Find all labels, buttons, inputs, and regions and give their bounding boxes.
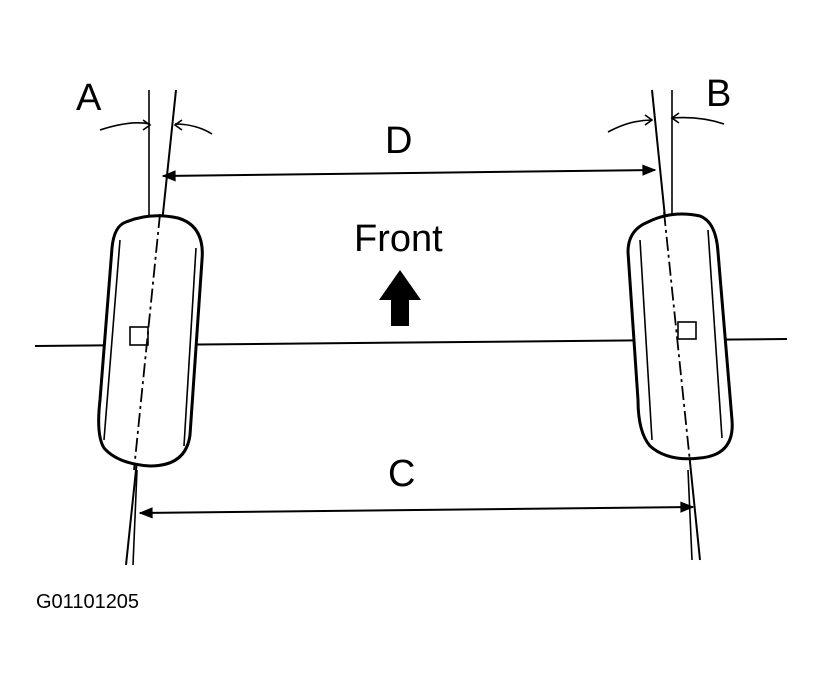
angle-a-arc	[99, 122, 213, 135]
left-right-angle-mark	[129, 326, 149, 346]
angle-b-tick	[644, 112, 680, 126]
angle-b-arc	[607, 116, 725, 133]
right-wheel	[626, 211, 734, 463]
left-camber-line-lower	[132, 469, 138, 566]
label-d: D	[385, 120, 412, 162]
label-a: A	[76, 77, 102, 119]
dimension-d-line	[161, 164, 657, 182]
arrow-up-icon	[379, 270, 421, 326]
label-c: C	[388, 453, 415, 495]
angle-a-tick	[142, 119, 183, 131]
label-b: B	[706, 73, 731, 115]
left-wheel	[97, 213, 204, 471]
right-right-angle-mark	[677, 321, 697, 340]
label-front: Front	[354, 218, 443, 260]
figure-code: G01101205	[36, 591, 139, 613]
dimension-c-line	[138, 501, 695, 519]
